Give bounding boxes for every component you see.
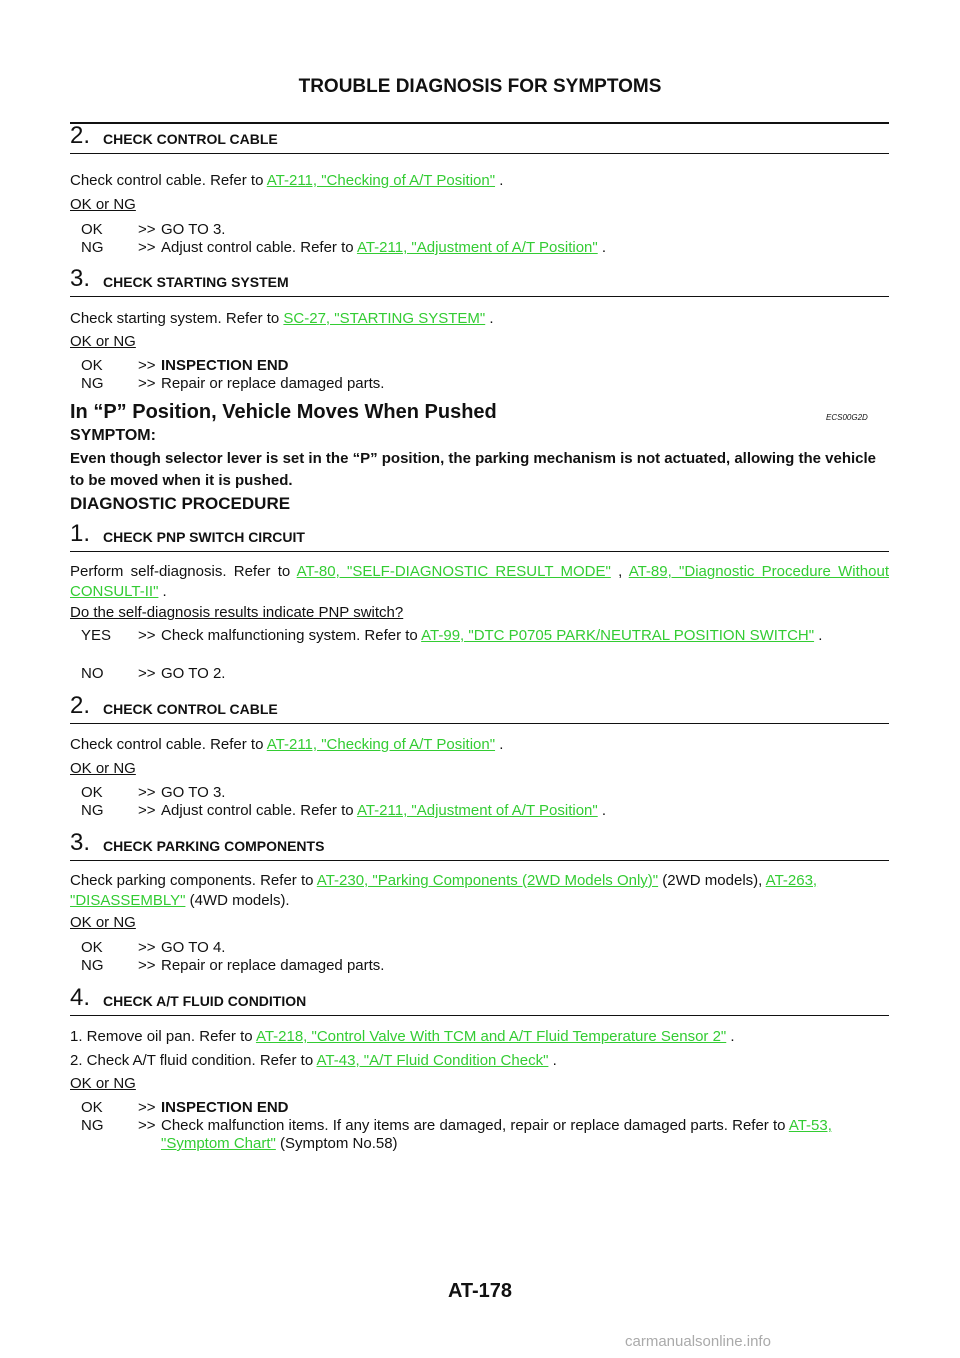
link[interactable]: AT-230, "Parking Components (2WD Models … bbox=[316, 872, 659, 889]
step-title: CHECK PARKING COMPONENTS bbox=[103, 838, 325, 854]
step-number: 3. bbox=[70, 829, 91, 856]
page-number: AT-178 bbox=[447, 1280, 513, 1302]
symptom-text: Even though selector lever is set in the… bbox=[70, 450, 877, 489]
step-title: CHECK A/T FLUID CONDITION bbox=[103, 993, 307, 1009]
link[interactable]: AT-263, "DISASSEMBLY" bbox=[70, 872, 818, 909]
page-title: TROUBLE DIAGNOSIS FOR SYMPTOMS bbox=[298, 76, 662, 97]
step-number: 4. bbox=[70, 984, 91, 1011]
step-title: CHECK PNP SWITCH CIRCUIT bbox=[103, 529, 305, 545]
step-text: Check parking components. Refer to AT-23… bbox=[70, 872, 818, 909]
link[interactable]: AT-43, "A/T Fluid Condition Check" bbox=[316, 1052, 549, 1069]
list-item: 1. Remove oil pan. Refer to AT-218, "Con… bbox=[70, 1028, 735, 1045]
step-title: CHECK CONTROL CABLE bbox=[103, 131, 278, 147]
symptom-label: SYMPTOM: bbox=[70, 427, 156, 444]
title-rule bbox=[70, 122, 889, 124]
step-number: 1. bbox=[70, 520, 91, 547]
step-header: 1. CHECK PNP SWITCH CIRCUIT bbox=[70, 522, 889, 552]
section-code: ECS00G2D bbox=[826, 413, 868, 422]
step-text: Check control cable. Refer to AT-211, "C… bbox=[70, 172, 504, 189]
step-header: 2. CHECK CONTROL CABLE bbox=[70, 694, 889, 724]
link[interactable]: AT-53, "Symptom Chart" bbox=[161, 1117, 832, 1152]
decision-question: OK or NG bbox=[70, 1075, 136, 1092]
step-title: CHECK STARTING SYSTEM bbox=[103, 274, 289, 290]
step-text: Check starting system. Refer to SC-27, "… bbox=[70, 310, 494, 327]
link[interactable]: AT-99, "DTC P0705 PARK/NEUTRAL POSITION … bbox=[421, 627, 815, 644]
step-header: 3. CHECK PARKING COMPONENTS bbox=[70, 831, 889, 861]
link[interactable]: AT-211, "Adjustment of A/T Position" bbox=[356, 802, 598, 819]
step-text: Perform self-diagnosis. Refer to AT-80, … bbox=[70, 563, 889, 600]
link[interactable]: AT-211, "Adjustment of A/T Position" bbox=[356, 239, 598, 256]
step-number: 2. bbox=[70, 122, 91, 149]
step-title: CHECK CONTROL CABLE bbox=[103, 701, 278, 717]
step-header: 2. CHECK CONTROL CABLE bbox=[70, 124, 889, 154]
step-header: 4. CHECK A/T FLUID CONDITION bbox=[70, 986, 889, 1016]
decision-question: OK or NG bbox=[70, 914, 136, 931]
decision-question: Do the self-diagnosis results indicate P… bbox=[70, 604, 404, 621]
link[interactable]: SC-27, "STARTING SYSTEM" bbox=[283, 310, 486, 327]
step-number: 3. bbox=[70, 265, 91, 292]
section-title: In “P” Position, Vehicle Moves When Push… bbox=[70, 401, 497, 423]
link[interactable]: AT-89, "Diagnostic Procedure Without CON… bbox=[70, 563, 889, 600]
watermark: carmanualsonline.info bbox=[625, 1333, 771, 1350]
step-text: Check control cable. Refer to AT-211, "C… bbox=[70, 736, 504, 753]
list-item: 2. Check A/T fluid condition. Refer to A… bbox=[70, 1052, 557, 1069]
step-number: 2. bbox=[70, 692, 91, 719]
step-header: 3. CHECK STARTING SYSTEM bbox=[70, 267, 889, 297]
link[interactable]: AT-80, "SELF-DIAGNOSTIC RESULT MODE" bbox=[296, 563, 611, 580]
link[interactable]: AT-211, "Checking of A/T Position" bbox=[266, 736, 496, 753]
decision-question: OK or NG bbox=[70, 760, 136, 777]
link[interactable]: AT-218, "Control Valve With TCM and A/T … bbox=[255, 1028, 727, 1045]
decision-question: OK or NG bbox=[70, 196, 136, 213]
procedure-label: DIAGNOSTIC PROCEDURE bbox=[70, 494, 291, 513]
link[interactable]: AT-211, "Checking of A/T Position" bbox=[266, 172, 496, 189]
decision-question: OK or NG bbox=[70, 333, 136, 350]
